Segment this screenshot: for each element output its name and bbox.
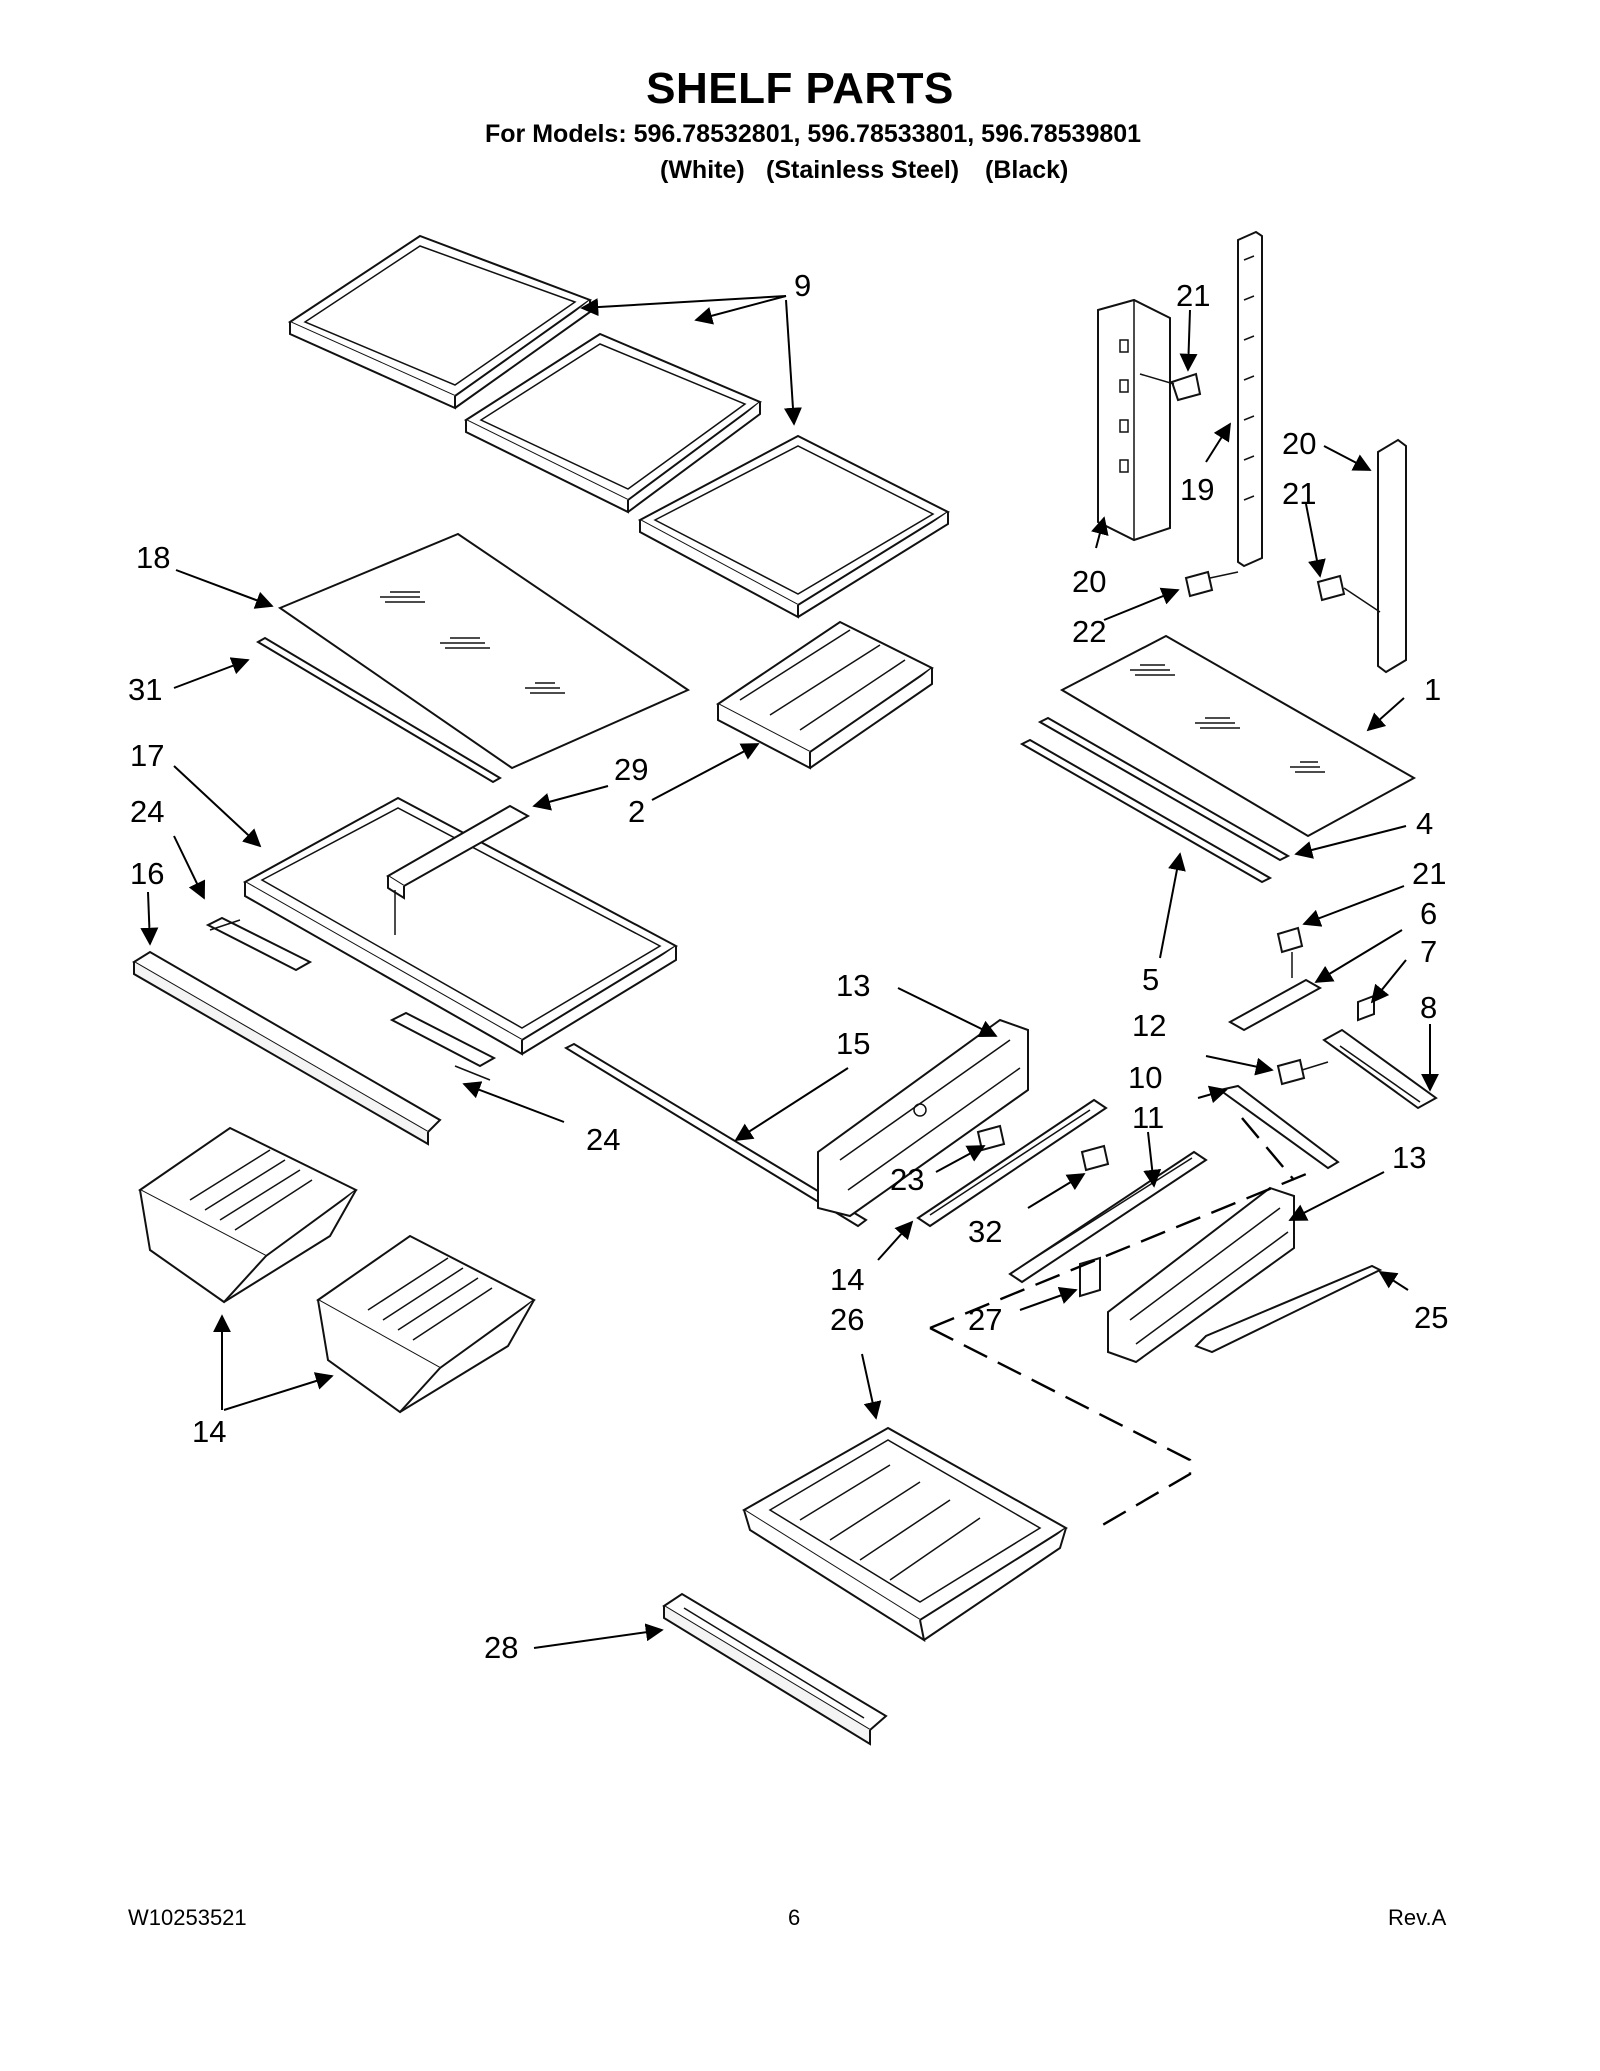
shelf-frame-3 [637,434,951,619]
screw-22 [1184,570,1239,598]
callout-14: 14 [830,1262,864,1297]
callout-32: 32 [968,1214,1002,1249]
screw-21-mid [1276,926,1304,978]
shelf-frame-2 [463,332,762,514]
bracket-24-right [389,1011,497,1081]
channel-20-left [1097,298,1171,542]
callout-17: 17 [130,738,164,773]
callout-1: 1 [1424,672,1441,707]
callout-20: 20 [1282,426,1316,461]
crisper-drawer-right [316,1234,536,1414]
callout-9: 9 [794,268,811,303]
callout-18: 18 [136,540,170,575]
callout-21: 21 [1176,278,1210,313]
bracket-8 [1322,1028,1438,1110]
glass-shelf-1 [1059,634,1417,838]
callout-6: 6 [1420,896,1437,931]
callout-2: 2 [628,794,645,829]
callout-25: 25 [1414,1300,1448,1335]
cover-13-left [817,1018,1029,1218]
screw-21-right [1316,574,1381,613]
callout-16: 16 [130,856,164,891]
crisper-drawer-left [138,1126,358,1304]
page-number: 6 [788,1905,801,1930]
shelf-frame-17 [242,796,679,1056]
glass-shelf-18 [277,532,691,770]
rail-15 [563,1042,868,1228]
screw-32 [1080,1144,1110,1172]
callout-5: 5 [1142,962,1159,997]
revision-label: Rev.A [1388,1905,1447,1930]
variant-stainless: (Stainless Steel) [766,156,960,184]
trim-31 [256,636,502,784]
drawer-front-28 [662,1592,888,1746]
bracket-24-left [205,916,313,972]
callout-26: 26 [830,1302,864,1337]
callout-20: 20 [1072,564,1106,599]
callout-19: 19 [1180,472,1214,507]
callout-21: 21 [1282,476,1316,511]
callout-22: 22 [1072,614,1106,649]
bracket-6 [1227,978,1323,1032]
tray-2 [716,620,934,770]
callout-12: 12 [1132,1008,1166,1043]
screw-21-top [1139,372,1202,402]
rod-10 [1217,1084,1340,1170]
clip-7 [1357,994,1375,1022]
shelf-frame-1 [287,234,593,410]
document-number: W10253521 [128,1905,247,1930]
leader-lines [140,295,1439,1649]
variant-black: (Black) [985,156,1069,184]
callout-21: 21 [1412,856,1446,891]
pan-drawer-26 [742,1426,1068,1643]
callout-10: 10 [1128,1060,1162,1095]
trim-4 [1037,716,1291,862]
callout-7: 7 [1420,934,1437,969]
cover-13-right [1107,1186,1295,1364]
callout-13: 13 [836,968,870,1003]
callout-4: 4 [1416,806,1433,841]
callout-29: 29 [614,752,648,787]
channel-20-right [1377,438,1407,674]
screw-23 [976,1124,1006,1152]
channel-19 [1237,230,1263,568]
callout-28: 28 [484,1630,518,1665]
variant-white: (White) [660,156,745,184]
callout-24: 24 [586,1122,620,1157]
callout-27: 27 [968,1302,1002,1337]
slide-14-upper [916,1098,1108,1228]
callout-24: 24 [130,794,164,829]
trim-5 [1019,738,1273,884]
callout-23: 23 [890,1162,924,1197]
callout-15: 15 [836,1026,870,1061]
screw-12 [1276,1058,1329,1086]
callout-11: 11 [1132,1100,1164,1135]
callout-13: 13 [1392,1140,1426,1175]
handle-25 [1194,1264,1383,1354]
callout-labels: 9 21 19 20 21 20 22 18 31 1 17 29 2 24 1… [128,268,1448,1665]
callout-14: 14 [192,1414,226,1449]
page-title: SHELF PARTS [646,64,954,113]
callout-8: 8 [1420,990,1437,1025]
callout-31: 31 [128,672,162,707]
models-line: For Models: 596.78532801, 596.78533801, … [485,120,1142,148]
front-trim-16 [132,950,442,1146]
